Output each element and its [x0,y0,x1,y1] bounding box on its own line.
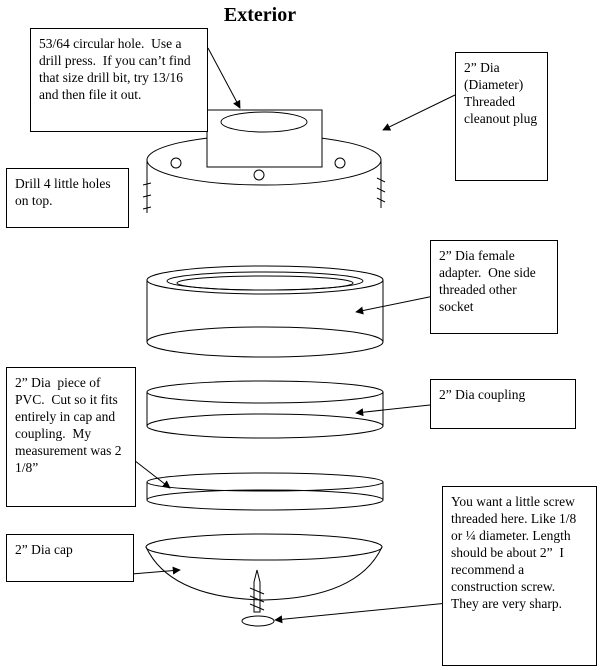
female-adapter-part [146,265,384,358]
callout-cleanout-plug: 2” Dia (Diameter) Threaded cleanout plug [455,52,548,181]
cap-part [145,533,383,601]
arrow-pvc-piece [129,456,171,489]
callout-drill-hole: 53/64 circular hole. Use a drill press. … [30,28,208,132]
arrow-cleanout-plug [382,94,456,131]
callout-coupling: 2” Dia coupling [430,379,576,429]
screw-part [241,569,275,627]
page-title: Exterior [223,4,297,26]
arrow-drill-hole [207,47,241,109]
pvc-piece-part [146,472,384,511]
coupling-part [146,380,384,439]
callout-female-adapter: 2” Dia female adapter. One side threaded… [430,240,558,334]
cleanout-plug-part [142,109,386,213]
arrow-coupling [355,404,431,417]
arrow-screw [274,602,449,624]
callout-cap: 2” Dia cap [6,534,134,582]
callout-screw: You want a little screw threaded here. L… [442,486,597,666]
callout-pvc-piece: 2” Dia piece of PVC. Cut so it fits enti… [6,367,136,507]
arrow-female-adapter [355,295,435,315]
callout-holes-on-top: Drill 4 little holes on top. [6,168,129,228]
